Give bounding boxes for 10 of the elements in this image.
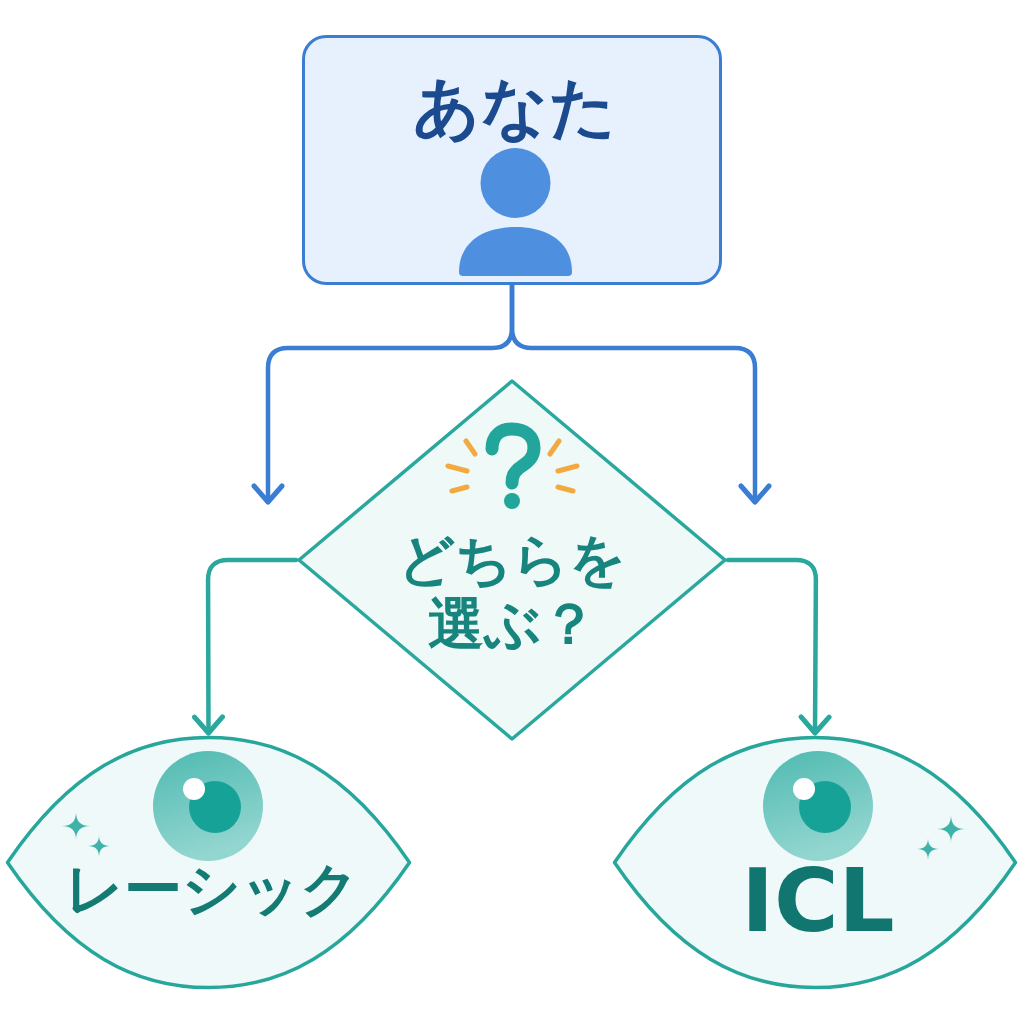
option-label: レーシック — [64, 855, 360, 925]
eye-shape — [5, 735, 412, 990]
arrow — [725, 557, 832, 736]
decision-label: どちらを選ぶ？ — [397, 528, 627, 657]
box-title: あなた — [412, 68, 618, 148]
arrow — [191, 557, 299, 736]
option-label: ICL — [740, 857, 896, 945]
user-box — [302, 35, 722, 285]
decision-diamond — [296, 378, 728, 742]
eye-shape — [612, 735, 1018, 990]
